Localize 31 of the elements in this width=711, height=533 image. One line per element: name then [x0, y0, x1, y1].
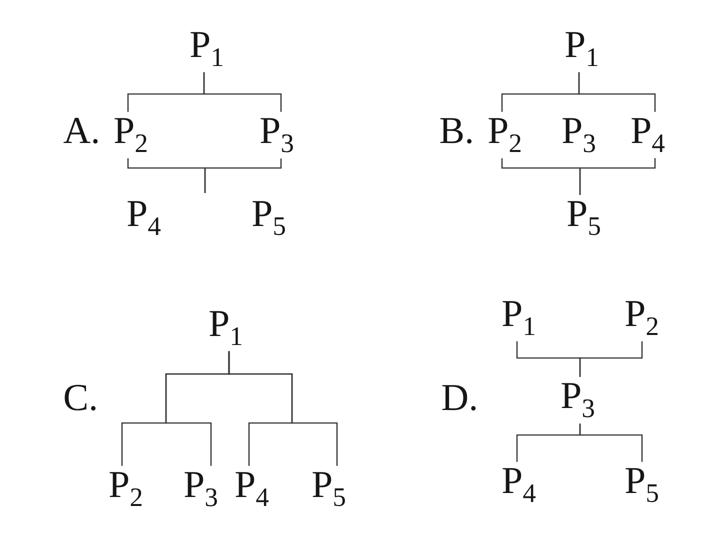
node-label: P$_{5}$	[312, 472, 345, 506]
connector-line	[579, 158, 656, 195]
connector-line	[578, 72, 656, 112]
connector-line	[579, 424, 643, 462]
node-label: P$_{4}$	[128, 201, 161, 235]
node-label: P$_{5}$	[626, 468, 658, 502]
node-label: P$_{4}$	[236, 472, 269, 506]
connector-line	[579, 341, 643, 377]
option-label: B.	[440, 118, 472, 144]
node-label: P$_{2}$	[626, 301, 658, 336]
node-label: P$_{3}$	[562, 118, 595, 152]
node-label: P$_{1}$	[210, 311, 242, 345]
node-label: P$_{5}$	[568, 201, 600, 236]
connector-line	[228, 351, 338, 466]
node-label: P$_{3}$	[184, 472, 217, 506]
connector-line	[203, 72, 282, 112]
node-label: P$_{4}$	[502, 468, 536, 502]
node-label: P$_{3}$	[562, 383, 594, 418]
node-label: P$_{5}$	[252, 201, 285, 236]
node-label: P$_{1}$	[566, 32, 598, 66]
node-label: P$_{4}$	[632, 118, 665, 152]
node-label: P$_{1}$	[502, 301, 534, 335]
node-label: P$_{2}$	[114, 118, 146, 152]
option-label: C.	[64, 384, 96, 411]
node-label: P$_{1}$	[190, 32, 222, 66]
connector-line	[204, 158, 282, 193]
node-label: P$_{3}$	[260, 118, 293, 152]
node-label: P$_{2}$	[110, 472, 142, 506]
option-label: D.	[442, 385, 476, 411]
option-label: A.	[64, 118, 98, 144]
node-label: P$_{2}$	[488, 118, 520, 152]
